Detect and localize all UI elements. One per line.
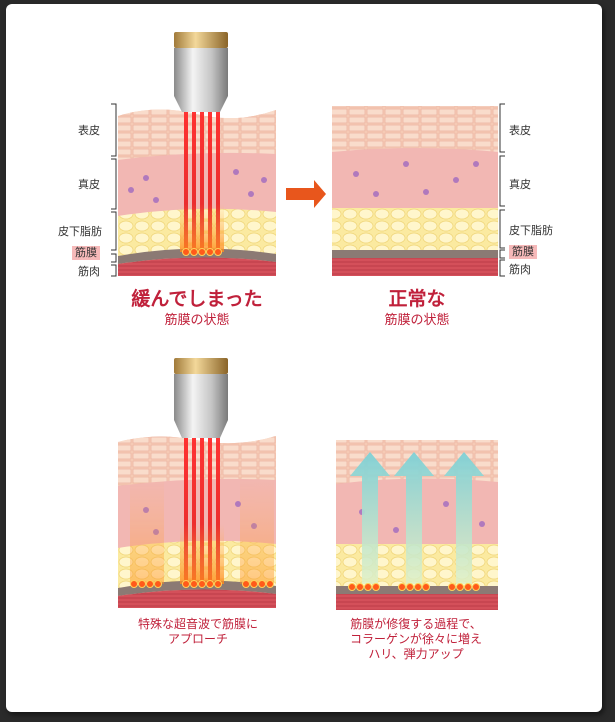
caption-recovery: 筋膜が修復する過程で、 コラーゲンが徐々に増え ハリ、弾力アップ: [306, 617, 526, 662]
label-fascia-left: 筋膜: [72, 246, 100, 260]
label-fascia-right: 筋膜: [509, 245, 537, 259]
caption-line: コラーゲンが徐々に増え: [306, 632, 526, 647]
subtitle-loosened: 筋膜の状態: [116, 309, 278, 328]
label-muscle-left: 筋肉: [78, 263, 100, 279]
label-subcutaneous-fat-left: 皮下脂肪: [58, 223, 102, 239]
label-subcutaneous-fat-right: 皮下脂肪: [509, 222, 553, 238]
label-epidermis-left: 表皮: [78, 122, 100, 138]
bracket-right: [500, 104, 505, 276]
caption-line: アプローチ: [88, 632, 308, 647]
caption-line: ハリ、弾力アップ: [306, 647, 526, 662]
caption-line: 筋膜が修復する過程で、: [306, 617, 526, 632]
panel-loosened: [118, 32, 276, 276]
subtitle-normal: 筋膜の状態: [336, 309, 498, 328]
illustration-card: 表皮 真皮 皮下脂肪 筋膜 筋肉 表皮 真皮 皮下脂肪 筋膜 筋肉 緩んでしまっ…: [6, 4, 602, 712]
panel-recovery: [336, 440, 498, 610]
title-normal: 正常な: [336, 284, 498, 311]
panel-treatment: [118, 358, 276, 608]
label-dermis-left: 真皮: [78, 176, 100, 192]
label-epidermis-right: 表皮: [509, 122, 531, 138]
label-muscle-right: 筋肉: [509, 261, 531, 277]
bracket-left: [111, 104, 116, 276]
skin-diagram: [6, 4, 602, 712]
panel-normal: [332, 106, 498, 276]
caption-line: 特殊な超音波で筋膜に: [88, 617, 308, 632]
transition-arrow: [286, 180, 326, 208]
title-loosened: 緩んでしまった: [116, 284, 278, 311]
caption-treatment: 特殊な超音波で筋膜に アプローチ: [88, 617, 308, 647]
label-dermis-right: 真皮: [509, 176, 531, 192]
